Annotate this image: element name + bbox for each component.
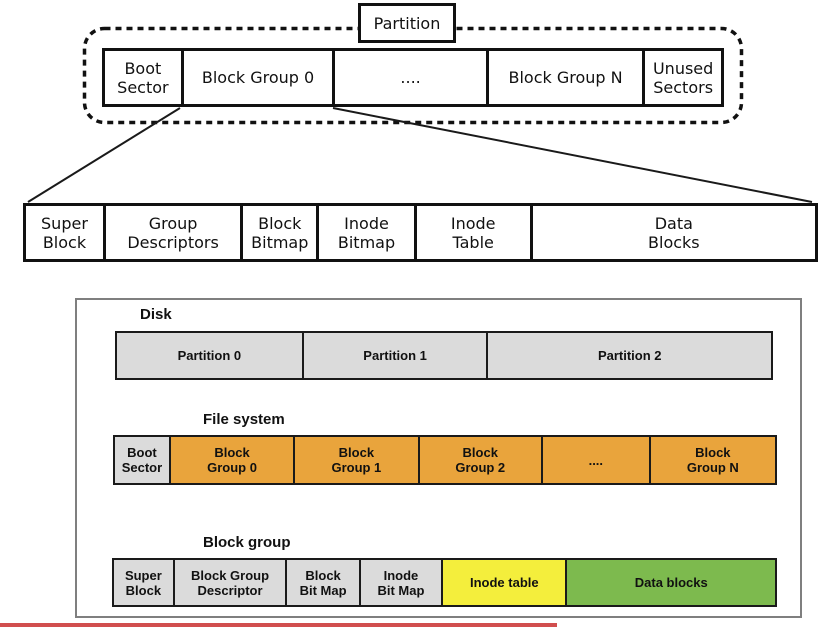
cell-label: Bit Map [377,582,425,598]
cell-label: Sectors [653,77,714,97]
cell-label: Bitmap [337,232,396,252]
file-system-row: Boot Sector Block Group 0 Block Group 1 … [113,435,777,485]
cell-label: Data blocks [634,575,708,590]
bg-data-blocks-cell: Data blocks [565,560,776,605]
cell-label: Super [41,213,88,233]
fs-block-group-2-cell: Block Group 2 [417,437,541,483]
cell-label: Group [148,213,198,233]
cell-label: Descriptors [127,232,219,252]
cell-label: Bit Map [299,582,347,598]
red-divider-line [0,623,557,627]
disk-partitions-row: Partition 0 Partition 1 Partition 2 [115,331,773,380]
file-system-label: File system [203,411,285,428]
block-group-0-cell: Block Group 0 [180,51,333,104]
bg-inode-table-cell: Inode table [441,560,566,605]
cell-label: Block [258,213,302,233]
cell-label: Partition 1 [363,348,427,363]
cell-label: Descriptor [197,582,263,598]
partition-0-cell: Partition 0 [117,333,302,378]
fs-block-group-n-cell: Block Group N [648,437,775,483]
cell-label: Block [125,582,162,598]
partition-title-box: Partition [358,3,456,43]
bg-inode-bitmap-cell: Inode Bit Map [358,560,442,605]
ellipsis-cell: .... [332,51,486,104]
bg-descriptor-cell: Block Group Descriptor [172,560,286,605]
cell-label: Block Group 0 [201,68,315,87]
fs-block-group-0-cell: Block Group 0 [168,437,294,483]
block-group-label: Block group [203,534,291,551]
bg-block-bitmap-cell: Block Bit Map [285,560,359,605]
cell-label: Bitmap [251,232,309,252]
cell-label: Boot [124,58,162,78]
partition-1-cell: Partition 1 [301,333,487,378]
group-descriptors-cell: Group Descriptors [102,206,241,259]
block-group-row: Super Block Block Group Descriptor Block… [112,558,777,607]
cell-label: Group 1 [331,460,382,475]
cell-label: Table [452,232,494,252]
cell-label: Sector [121,460,163,475]
cell-label: Blocks [648,232,700,252]
cell-label: Group 0 [207,460,257,475]
partition-title-label: Partition [373,13,441,33]
top-connector-left [27,107,181,203]
cell-label: Partition 0 [177,348,242,363]
cell-label: Inode table [469,575,539,590]
fs-block-group-1-cell: Block Group 1 [293,437,418,483]
data-blocks-cell: Data Blocks [529,206,815,259]
cell-label: Block Group [191,567,270,583]
disk-label: Disk [140,306,172,323]
partition-contents-row: Boot Sector Block Group 0 .... Block Gro… [102,48,724,107]
cell-label: Block Group N [508,68,623,87]
cell-label: Group N [686,460,739,475]
cell-label: Group 2 [455,460,506,475]
unused-sectors-cell: Unused Sectors [642,51,722,104]
cell-label: Block [214,445,250,460]
cell-label: Block [462,445,498,460]
cell-label: Partition 2 [597,348,662,363]
partition-2-cell: Partition 2 [486,333,771,378]
cell-label: Boot [127,445,157,460]
cell-label: Block [338,445,375,460]
inode-table-cell: Inode Table [413,206,530,259]
fs-ellipsis-cell: .... [540,437,649,483]
cell-label: Sector [117,77,169,97]
block-group-n-cell: Block Group N [485,51,643,104]
cell-label: .... [588,452,604,468]
cell-label: Data [654,213,693,233]
block-group-contents-row: Super Block Group Descriptors Block Bitm… [23,203,818,262]
cell-label: Block [42,232,87,252]
cell-label: Inode [383,567,419,583]
cell-label: .... [400,68,421,87]
cell-label: Block [695,445,731,460]
cell-label: Inode [344,213,389,233]
cell-label: Block [305,567,341,583]
fs-boot-sector-cell: Boot Sector [115,437,169,483]
cell-label: Inode [450,213,496,233]
super-block-cell: Super Block [26,206,103,259]
bg-super-block-cell: Super Block [114,560,173,605]
cell-label: Unused [652,58,714,78]
block-bitmap-cell: Block Bitmap [240,206,317,259]
top-connector-right [332,107,813,203]
cell-label: Super [124,567,162,583]
boot-sector-cell: Boot Sector [105,51,181,104]
inode-bitmap-cell: Inode Bitmap [316,206,414,259]
